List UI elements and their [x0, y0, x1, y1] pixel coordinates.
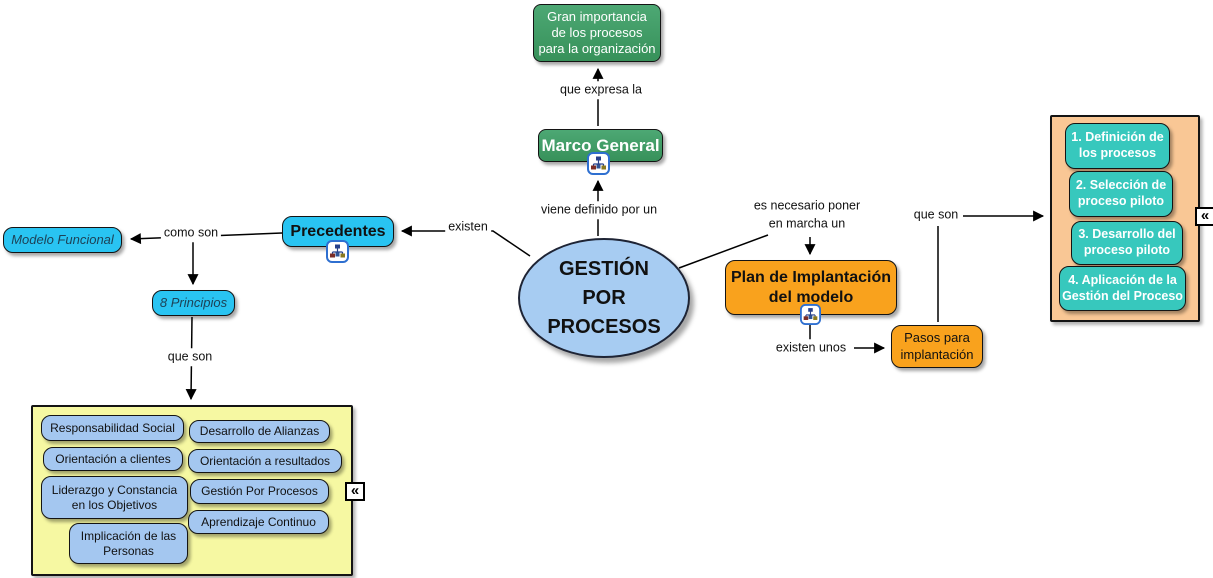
principle-item[interactable]: Gestión Por Procesos — [190, 479, 329, 504]
collapse-icon[interactable]: « — [1195, 207, 1213, 226]
principle-item[interactable]: Implicación de las Personas — [69, 523, 188, 564]
step-item[interactable]: 1. Definición de los procesos — [1065, 123, 1170, 169]
concept-node-pasos-implantacion[interactable]: Pasos para implantación — [891, 325, 983, 368]
concept-map-resource-icon — [587, 152, 610, 175]
principle-item[interactable]: Aprendizaje Continuo — [188, 510, 329, 534]
link-label-que-expresa-la: que expresa la — [556, 81, 646, 99]
concept-node-gran-importancia[interactable]: Gran importancia de los procesos para la… — [533, 4, 661, 62]
concept-node-gestion-por-procesos[interactable]: GESTIÓN POR PROCESOS — [518, 238, 690, 358]
principle-item[interactable]: Responsabilidad Social — [41, 415, 184, 441]
concept-node-modelo-funcional[interactable]: Modelo Funcional — [3, 227, 122, 253]
link-label-es-necesario: es necesario poner en marcha un — [750, 197, 864, 233]
resource-icon[interactable] — [800, 304, 823, 327]
principle-item[interactable]: Desarrollo de Alianzas — [189, 420, 330, 443]
step-item[interactable]: 3. Desarrollo del proceso piloto — [1071, 221, 1183, 265]
collapse-icon[interactable]: « — [345, 482, 365, 501]
concept-node-8-principios[interactable]: 8 Principios — [152, 290, 235, 316]
resource-icon[interactable] — [326, 240, 349, 263]
concept-map-resource-icon — [800, 304, 821, 325]
concept-node-plan-implantacion[interactable]: Plan de Implantación del modelo — [725, 260, 897, 315]
resource-icon[interactable] — [587, 152, 610, 175]
step-item[interactable]: 4. Aplicación de la Gestión del Proceso — [1059, 266, 1186, 311]
link-label-existen-unos: existen unos — [772, 339, 850, 357]
link-label-viene-definido: viene definido por un — [537, 201, 661, 219]
link-label-que-son-right: que son — [910, 206, 962, 224]
link-label-que-son-left: que son — [164, 348, 216, 366]
link-label-existen: existen — [445, 218, 491, 236]
concept-map-resource-icon — [326, 240, 349, 263]
link-label-como-son: como son — [160, 224, 222, 242]
principle-item[interactable]: Liderazgo y Constancia en los Objetivos — [41, 476, 188, 519]
principle-item[interactable]: Orientación a clientes — [43, 447, 183, 471]
principle-item[interactable]: Orientación a resultados — [188, 449, 342, 473]
step-item[interactable]: 2. Selección de proceso piloto — [1069, 171, 1173, 217]
